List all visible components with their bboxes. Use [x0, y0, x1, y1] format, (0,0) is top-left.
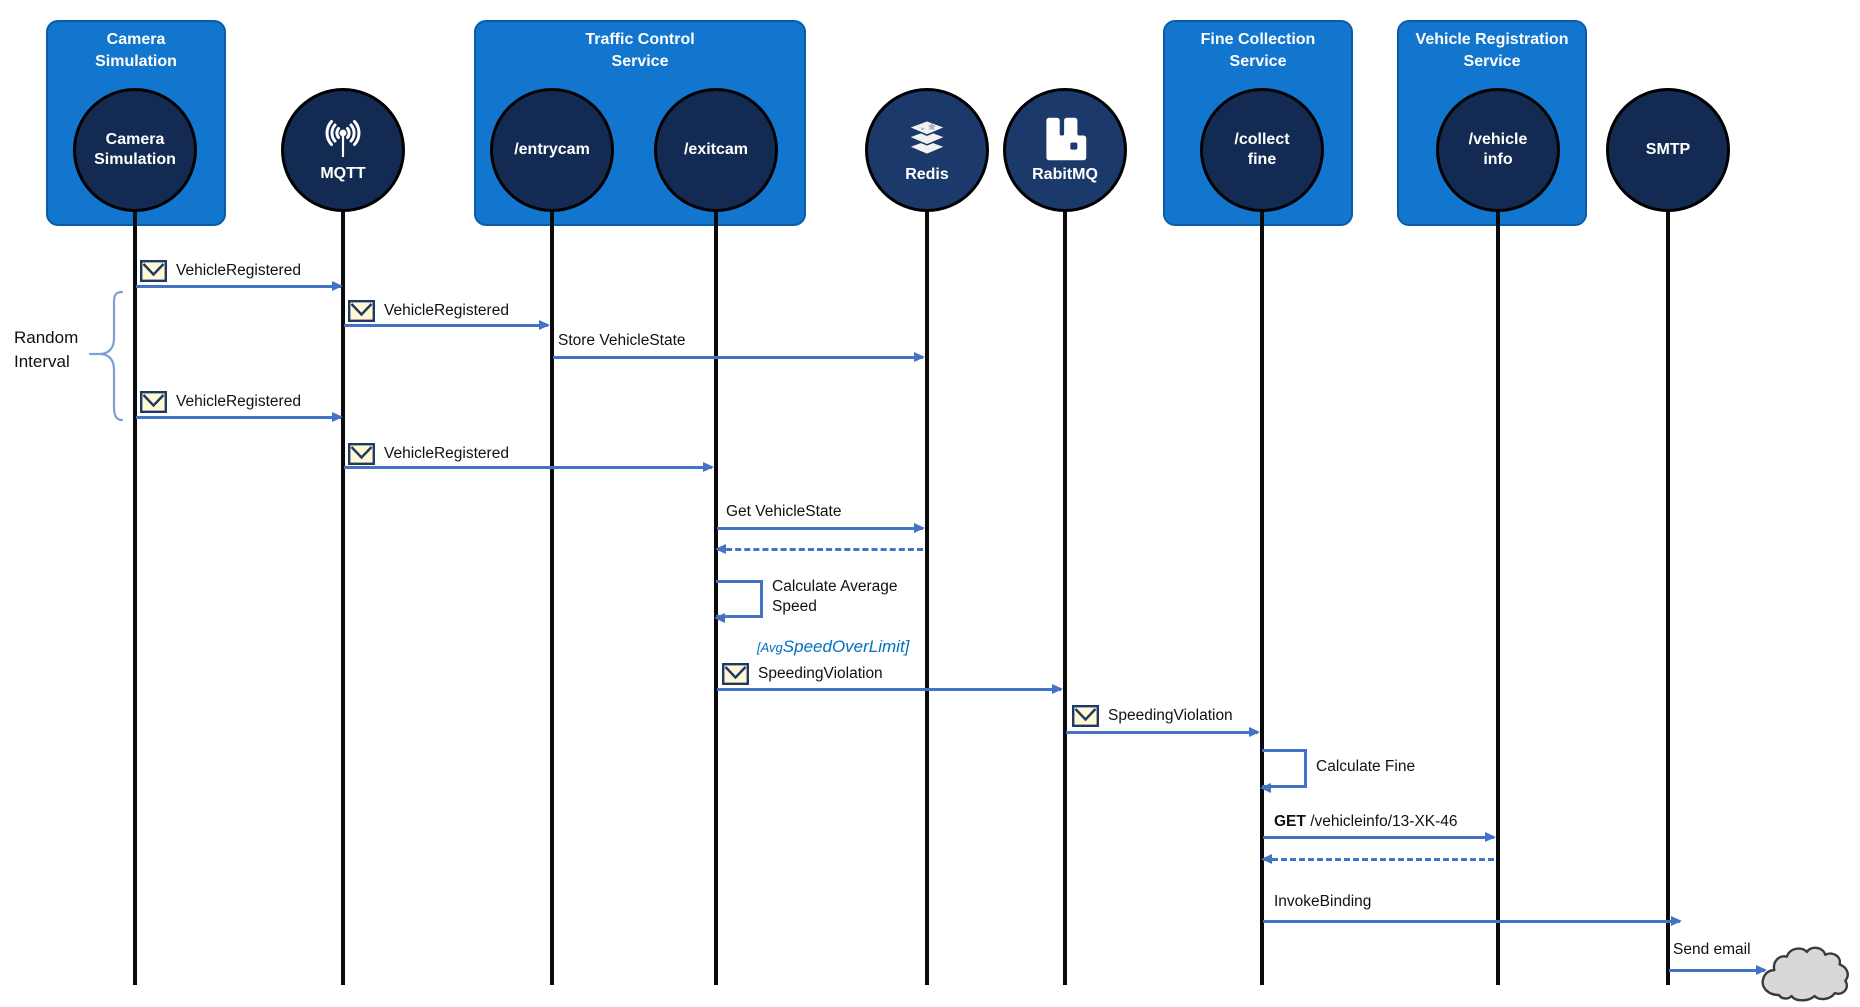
lifeline-smtp	[1666, 208, 1670, 985]
envelope-icon	[348, 300, 375, 322]
http-verb: GET	[1274, 813, 1306, 830]
guard-avg-speed-over-limit: [AvgSpeedOverLimit]	[757, 637, 909, 657]
message-label: SpeedingViolation	[1108, 707, 1233, 724]
lifeline-mqtt	[341, 208, 345, 985]
message-label: VehicleRegistered	[384, 445, 509, 462]
random-interval-label: Random Interval	[14, 328, 79, 371]
selfloop-calculate-fine	[1260, 749, 1307, 793]
envelope-icon	[722, 663, 749, 685]
lifeline-entrycam	[550, 208, 554, 985]
envelope-icon	[140, 391, 167, 413]
database-stack-icon	[900, 116, 954, 162]
message-row-vehicle-registered-3: VehicleRegistered	[140, 389, 301, 415]
message-label: VehicleRegistered	[176, 393, 301, 410]
message-arrow-get-vehicleinfo	[1263, 832, 1496, 842]
random-interval-brace-icon	[86, 289, 124, 423]
participant-smtp: SMTP	[1606, 88, 1730, 212]
message-label-calculate-average-speed: Calculate Average Speed	[772, 578, 898, 615]
message-arrow-speeding-violation-1	[717, 684, 1063, 694]
guard-prefix: [Avg	[757, 640, 783, 655]
message-row-speeding-violation-2: SpeedingViolation	[1072, 703, 1233, 729]
message-label-invoke-binding: InvokeBinding	[1274, 893, 1372, 910]
participant-label: Camera Simulation	[94, 131, 176, 168]
lifeline-redis	[925, 208, 929, 985]
message-arrow-return-vehicleinfo	[1261, 854, 1494, 864]
http-path: /vehicleinfo/13-XK-46	[1310, 813, 1458, 830]
service-box-title: Fine Collection Service	[1200, 31, 1316, 70]
message-row-vehicle-registered-1: VehicleRegistered	[140, 258, 301, 284]
message-arrow-vehicle-registered-2	[344, 320, 550, 330]
lifeline-vehicleinfo	[1496, 208, 1500, 985]
selfloop-calculate-average-speed	[714, 580, 763, 623]
message-row-vehicle-registered-4: VehicleRegistered	[348, 441, 509, 467]
message-label-calculate-fine: Calculate Fine	[1316, 758, 1416, 775]
message-label: SpeedingViolation	[758, 665, 883, 682]
participant-label: RabitMQ	[1032, 165, 1098, 183]
rabbitmq-logo-icon	[1042, 116, 1088, 162]
message-arrow-vehicle-registered-3	[136, 412, 343, 422]
participant-label: MQTT	[320, 164, 366, 182]
participant-mqtt: MQTT	[281, 88, 405, 212]
guard-main: SpeedOverLimit]	[782, 637, 910, 656]
participant-label: /collect fine	[1234, 131, 1290, 168]
participant-rabbitmq: RabitMQ	[1003, 88, 1127, 212]
message-label-get-vehicleinfo: GET /vehicleinfo/13-XK-46	[1274, 813, 1458, 831]
message-label-send-email: Send email	[1673, 941, 1751, 958]
participant-camera-simulation: Camera Simulation	[73, 88, 197, 212]
lifeline-collectfine	[1260, 208, 1264, 985]
participant-collectfine: /collect fine	[1200, 88, 1324, 212]
message-label: VehicleRegistered	[384, 302, 509, 319]
cloud-icon	[1758, 942, 1854, 1004]
participant-redis: Redis	[865, 88, 989, 212]
lifeline-camera-simulation	[133, 208, 137, 985]
service-box-title: Traffic Control Service	[585, 31, 695, 70]
participant-exitcam: /exitcam	[654, 88, 778, 212]
participant-label: /entrycam	[514, 141, 590, 158]
participant-label: Redis	[905, 165, 949, 183]
participant-label: /exitcam	[683, 141, 749, 158]
lifeline-rabbitmq	[1063, 208, 1067, 985]
participant-vehicleinfo: /vehicle info	[1436, 88, 1560, 212]
message-row-vehicle-registered-2: VehicleRegistered	[348, 298, 509, 324]
message-label-store-vehiclestate: Store VehicleState	[558, 332, 686, 349]
message-arrow-send-email	[1669, 965, 1767, 975]
message-label: VehicleRegistered	[176, 262, 301, 279]
message-arrow-vehicle-registered-1	[136, 281, 343, 291]
participant-label: /vehicle info	[1468, 131, 1528, 168]
message-arrow-return-vehiclestate	[715, 544, 923, 554]
envelope-icon	[1072, 705, 1099, 727]
message-arrow-get-vehiclestate	[717, 523, 925, 533]
message-arrow-speeding-violation-2	[1066, 727, 1260, 737]
participant-label: SMTP	[1645, 141, 1691, 158]
message-row-speeding-violation-1: SpeedingViolation	[722, 661, 883, 687]
service-box-title: Camera Simulation	[95, 31, 177, 70]
envelope-icon	[140, 260, 167, 282]
message-arrow-invoke-binding	[1263, 916, 1682, 926]
message-label-get-vehiclestate: Get VehicleState	[726, 503, 842, 520]
message-arrow-store-vehiclestate	[553, 352, 925, 362]
message-arrow-vehicle-registered-4	[344, 462, 714, 472]
lifeline-exitcam	[714, 208, 718, 985]
participant-entrycam: /entrycam	[490, 88, 614, 212]
service-box-title: Vehicle Registration Service	[1415, 31, 1569, 70]
broadcast-antenna-icon	[318, 117, 368, 161]
envelope-icon	[348, 443, 375, 465]
